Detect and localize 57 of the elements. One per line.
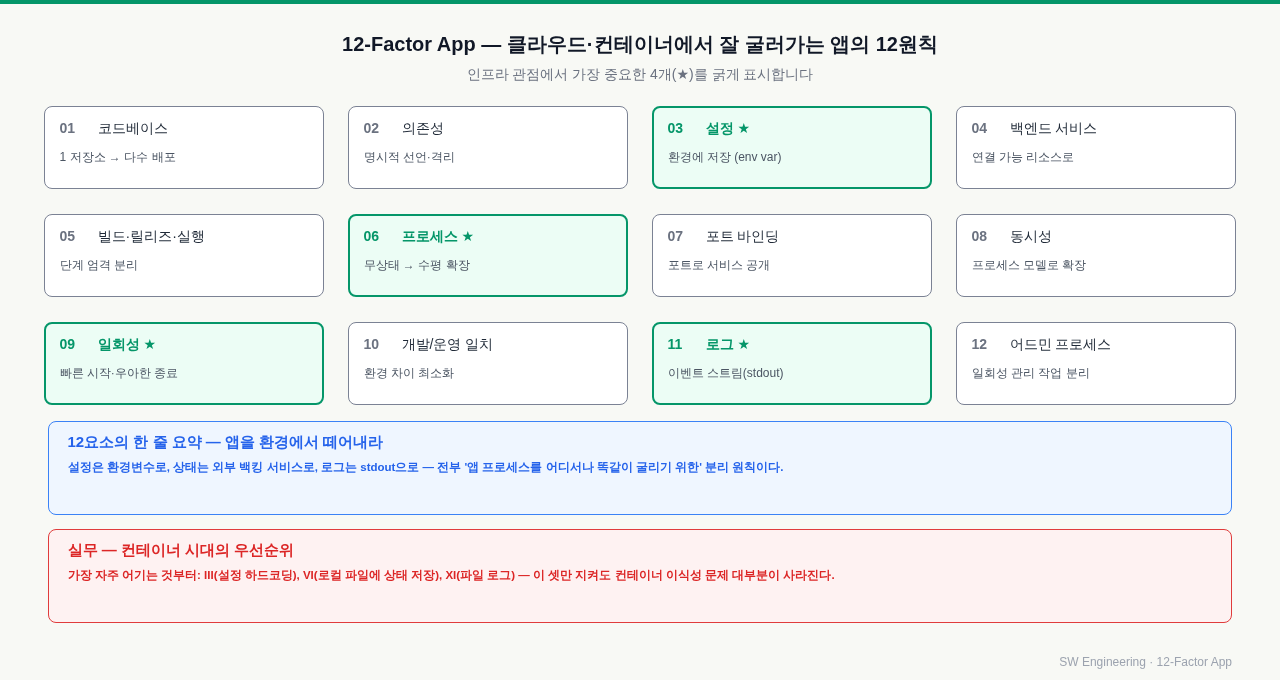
factor-description: 환경에 저장 (env var) — [667, 149, 782, 165]
factor-title: 백엔드 서비스 — [1009, 119, 1098, 137]
factor-card — [44, 322, 324, 405]
factor-card — [652, 106, 932, 189]
factor-card — [348, 214, 628, 297]
footer-credit: SW Engineering · 12-Factor App — [1059, 654, 1232, 670]
factor-number: 02 — [363, 119, 381, 137]
factor-title: 의존성 — [401, 119, 444, 137]
factor-title: 어드민 프로세스 — [1009, 335, 1112, 353]
factor-card — [44, 106, 324, 189]
factor-description: 무상태 → 수평 확장 — [363, 257, 470, 273]
panel-heading: 12요소의 한 줄 요약 — 앱을 환경에서 떼어내라 — [67, 432, 384, 452]
factor-number: 08 — [971, 227, 989, 245]
factor-description: 환경 차이 최소화 — [363, 365, 455, 381]
factor-card — [652, 322, 932, 405]
factor-title: 포트 바인딩 — [705, 227, 780, 245]
factor-description: 빠른 시작·우아한 종료 — [59, 365, 179, 381]
factor-title: 프로세스 ★ — [401, 227, 474, 245]
factor-number: 06 — [363, 227, 381, 245]
factor-card — [956, 214, 1236, 297]
factor-title: 설정 ★ — [705, 119, 750, 137]
panel-heading: 실무 — 컨테이너 시대의 우선순위 — [67, 540, 295, 560]
factor-description: 일회성 관리 작업 분리 — [971, 365, 1090, 381]
factor-description: 프로세스 모델로 확장 — [971, 257, 1087, 273]
factor-card — [956, 106, 1236, 189]
factor-number: 04 — [971, 119, 989, 137]
warning-panel — [48, 529, 1232, 623]
factor-card — [348, 106, 628, 189]
factor-title: 개발/운영 일치 — [401, 335, 494, 353]
factor-number: 09 — [59, 335, 77, 353]
factor-number: 12 — [971, 335, 989, 353]
factor-description: 1 저장소 → 다수 배포 — [59, 149, 176, 165]
page-subtitle: 인프라 관점에서 가장 중요한 4개(★)를 굵게 표시합니다 — [466, 65, 814, 83]
factor-title: 동시성 — [1009, 227, 1052, 245]
factor-title: 코드베이스 — [97, 119, 168, 137]
factor-description: 단계 엄격 분리 — [59, 257, 139, 273]
factor-card — [348, 322, 628, 405]
factor-card — [652, 214, 932, 297]
factor-number: 05 — [59, 227, 77, 245]
factor-card — [44, 214, 324, 297]
factor-number: 01 — [59, 119, 77, 137]
factor-title: 일회성 ★ — [97, 335, 156, 353]
summary-panel — [48, 421, 1232, 515]
panel-text: 설정은 환경변수로, 상태는 외부 백킹 서비스로, 로그는 stdout으로 — 전부 '앱 프로세스를 어디서나 똑같이 굴리기 위한' 분리 원칙이다. — [67, 460, 784, 475]
factor-description: 이벤트 스트림(stdout) — [667, 365, 784, 381]
panel-text: 가장 자주 어기는 것부터: III(설정 하드코딩), VI(로컬 파일에 상태 저장), XI(파일 로그) — 이 셋만 지켜도 컨테이너 이식성 문제 대부분이 사라진다. — [67, 568, 835, 583]
factor-description: 명시적 선언·격리 — [363, 149, 455, 165]
factor-card — [956, 322, 1236, 405]
factor-title: 빌드·릴리즈·실행 — [97, 227, 205, 245]
factor-number: 11 — [667, 335, 684, 353]
factor-number: 10 — [363, 335, 381, 353]
factor-description: 연결 가능 리소스로 — [971, 149, 1075, 165]
page-title: 12-Factor App — 클라우드·컨테이너에서 잘 굴러가는 앱의 12원칙 — [342, 32, 938, 57]
factor-number: 07 — [667, 227, 685, 245]
factor-title: 로그 ★ — [705, 335, 750, 353]
factor-description: 포트로 서비스 공개 — [667, 257, 771, 273]
factor-number: 03 — [667, 119, 685, 137]
